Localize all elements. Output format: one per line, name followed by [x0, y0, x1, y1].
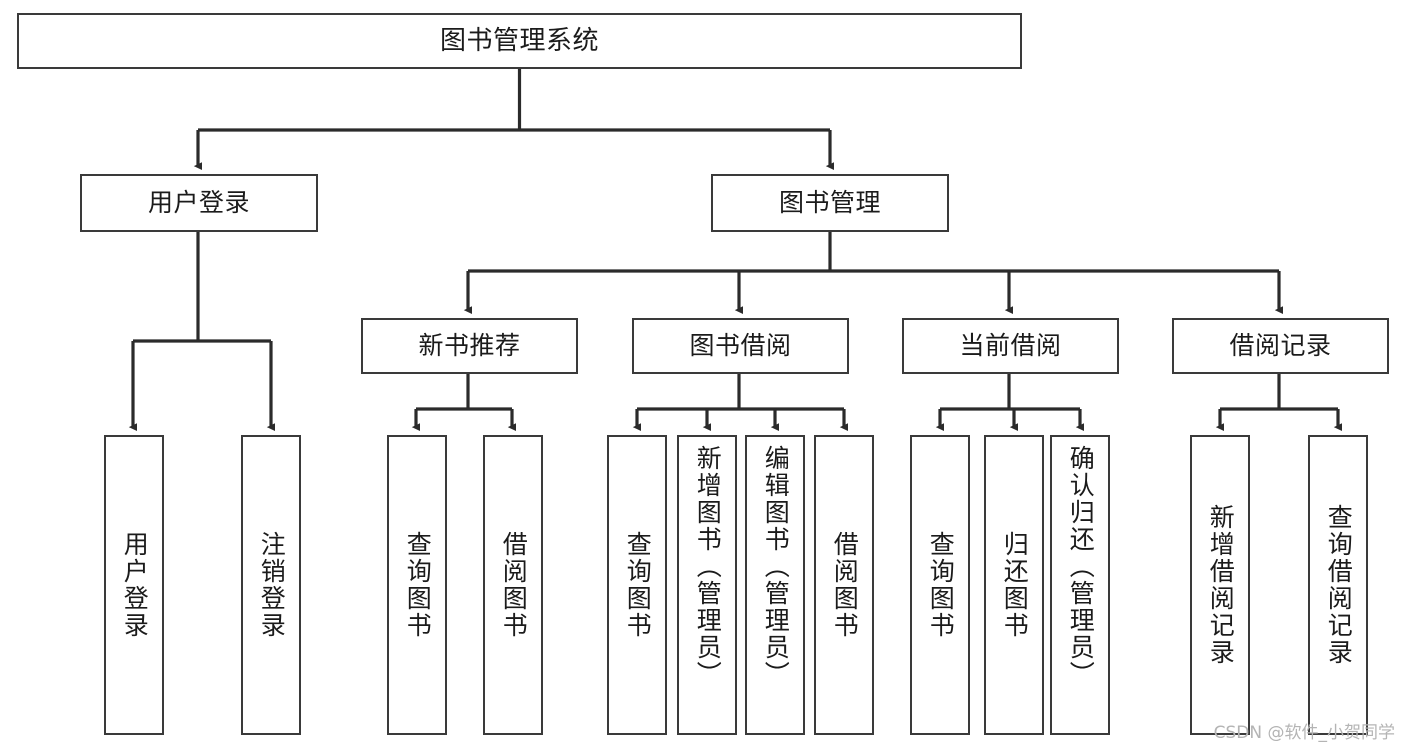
leaf-user-login-label: 用户登录 — [120, 531, 150, 639]
node-book-management[interactable]: 图书管理 — [711, 174, 949, 232]
node-book-borrow-label: 图书借阅 — [689, 331, 792, 361]
leaf-borrow-books-borrow[interactable]: 借阅图书 — [814, 435, 874, 735]
leaf-borrow-books-borrow-label: 借阅图书 — [830, 531, 860, 639]
node-root-system-label: 图书管理系统 — [439, 25, 599, 56]
node-new-book-recommend[interactable]: 新书推荐 — [361, 318, 578, 374]
leaf-user-logout-label: 注销登录 — [257, 531, 287, 639]
node-current-borrow-label: 当前借阅 — [959, 331, 1062, 361]
node-book-borrow[interactable]: 图书借阅 — [632, 318, 849, 374]
leaf-query-books-newbooks[interactable]: 查询图书 — [387, 435, 447, 735]
leaf-borrow-books-newbooks-label: 借阅图书 — [499, 531, 529, 639]
node-user-login[interactable]: 用户登录 — [80, 174, 318, 232]
leaf-edit-book-admin[interactable]: 编辑图书（管理员） — [745, 435, 805, 735]
leaf-add-borrow-record-label: 新增借阅记录 — [1206, 504, 1236, 666]
leaf-user-login[interactable]: 用户登录 — [104, 435, 164, 735]
leaf-edit-book-admin-label: 编辑图书（管理员） — [761, 445, 791, 688]
leaf-query-borrow-record[interactable]: 查询借阅记录 — [1308, 435, 1368, 735]
leaf-add-borrow-record[interactable]: 新增借阅记录 — [1190, 435, 1250, 735]
leaf-add-book-admin[interactable]: 新增图书（管理员） — [677, 435, 737, 735]
node-current-borrow[interactable]: 当前借阅 — [902, 318, 1119, 374]
leaf-add-book-admin-label: 新增图书（管理员） — [693, 445, 723, 688]
node-root-system[interactable]: 图书管理系统 — [17, 13, 1022, 69]
node-user-login-label: 用户登录 — [147, 188, 250, 218]
leaf-borrow-books-newbooks[interactable]: 借阅图书 — [483, 435, 543, 735]
node-new-book-recommend-label: 新书推荐 — [418, 331, 521, 361]
leaf-query-books-borrow[interactable]: 查询图书 — [607, 435, 667, 735]
node-borrow-records-label: 借阅记录 — [1229, 331, 1332, 361]
csdn-watermark: CSDN @软件_小贺同学 — [1213, 723, 1395, 743]
leaf-return-books[interactable]: 归还图书 — [984, 435, 1044, 735]
leaf-query-borrow-record-label: 查询借阅记录 — [1324, 504, 1354, 666]
leaf-user-logout[interactable]: 注销登录 — [241, 435, 301, 735]
leaf-return-books-label: 归还图书 — [1000, 531, 1030, 639]
leaf-confirm-return-admin-label: 确认归还（管理员） — [1066, 445, 1096, 688]
leaf-confirm-return-admin[interactable]: 确认归还（管理员） — [1050, 435, 1110, 735]
node-borrow-records[interactable]: 借阅记录 — [1172, 318, 1389, 374]
leaf-query-books-current[interactable]: 查询图书 — [910, 435, 970, 735]
leaf-query-books-newbooks-label: 查询图书 — [403, 531, 433, 639]
leaf-query-books-borrow-label: 查询图书 — [623, 531, 653, 639]
leaf-query-books-current-label: 查询图书 — [926, 531, 956, 639]
node-book-management-label: 图书管理 — [778, 188, 881, 218]
